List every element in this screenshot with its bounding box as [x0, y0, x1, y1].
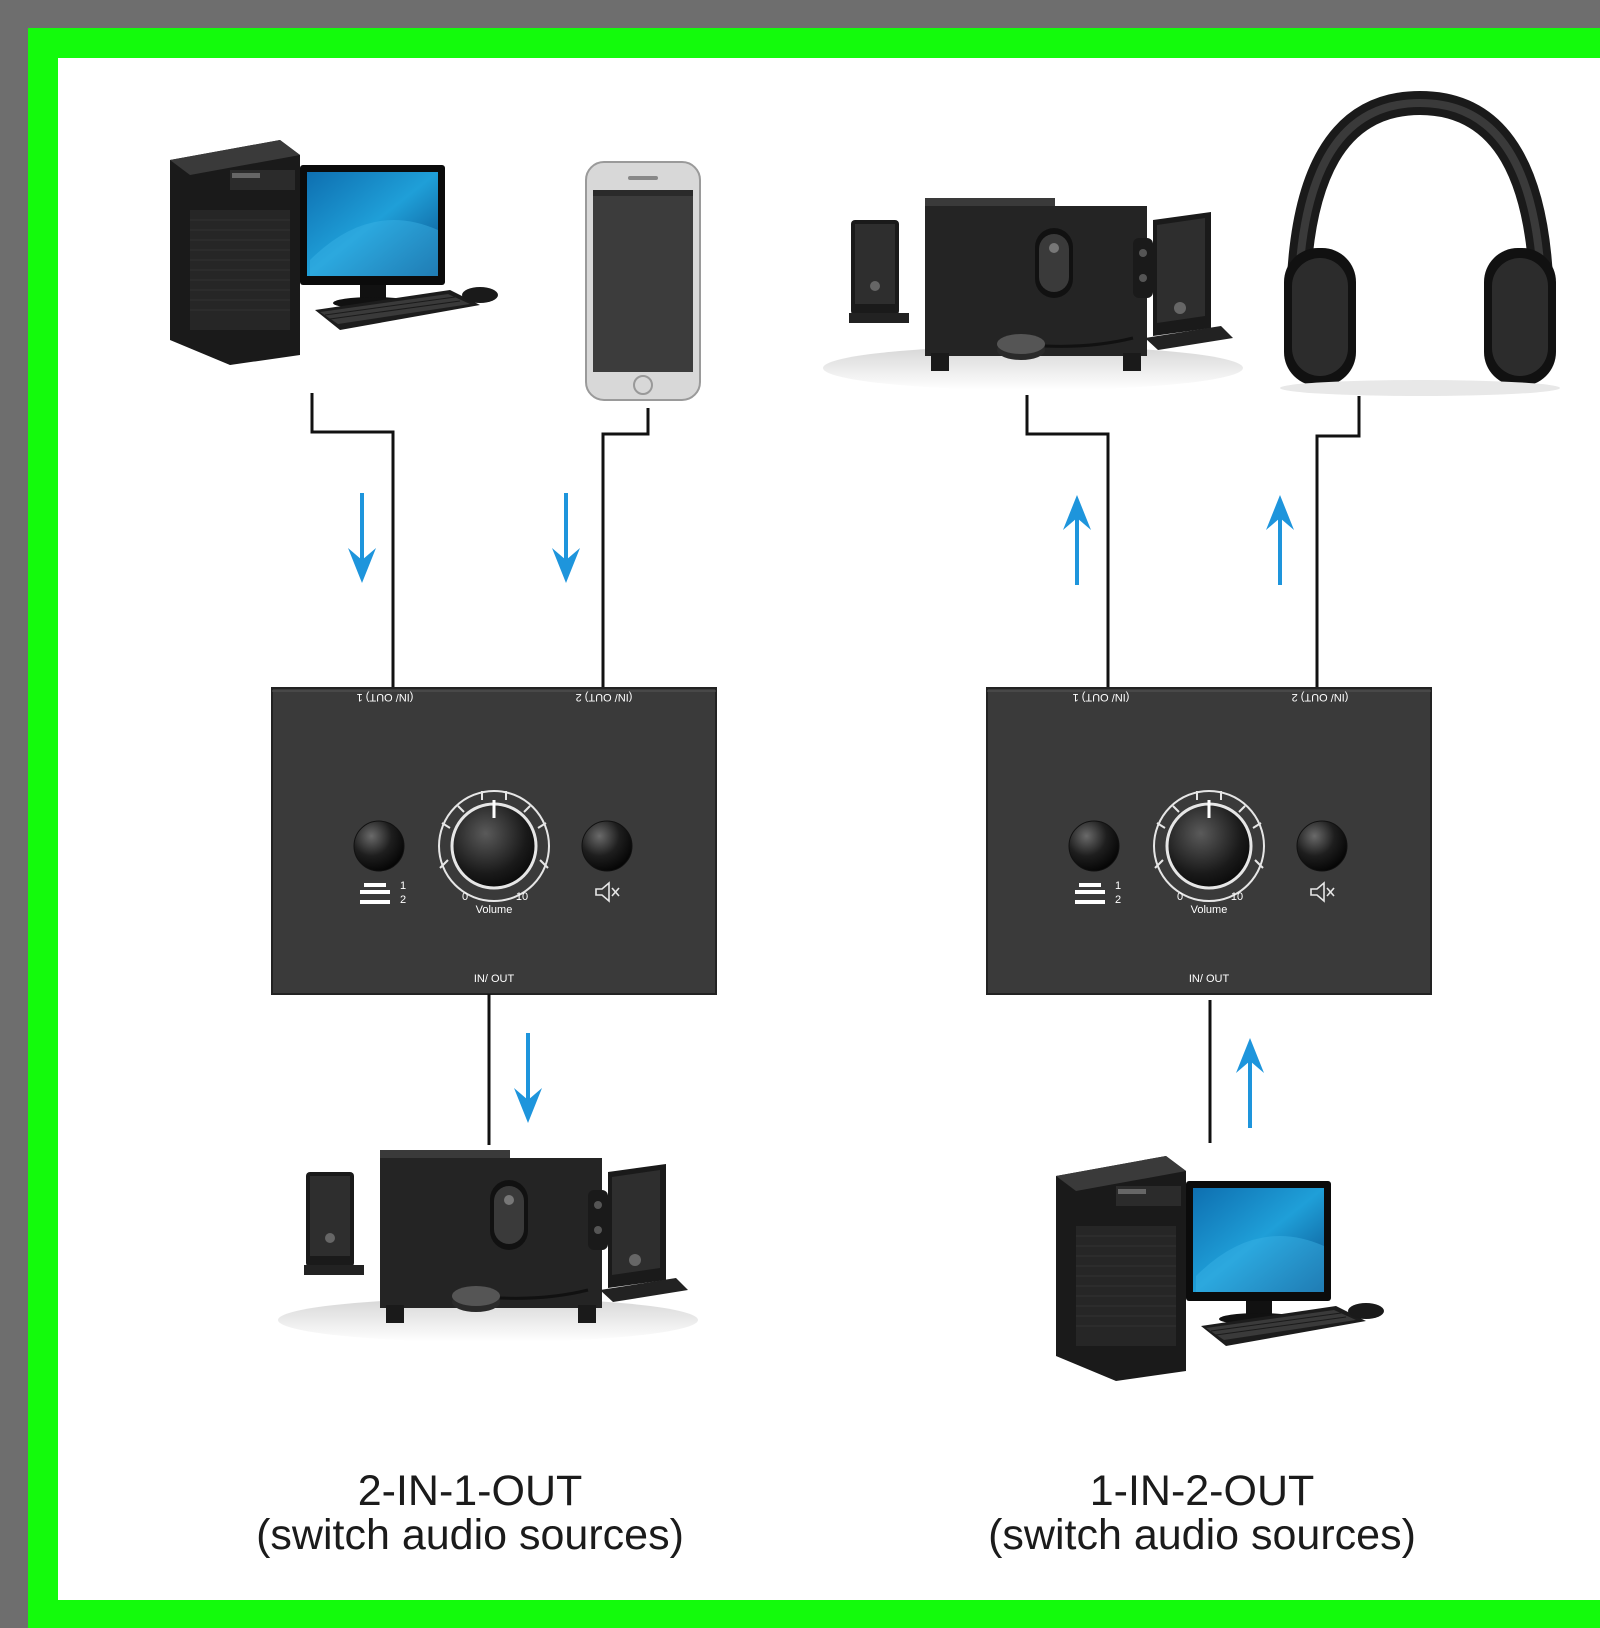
- right-switch-label-1: 1: [1115, 880, 1121, 892]
- headphones-icon: [1280, 90, 1560, 396]
- right-desktop-computer-icon: [1055, 1155, 1385, 1382]
- right-cable-2: [1315, 396, 1361, 694]
- right-arrow-icon-3: [1234, 1036, 1266, 1130]
- left-volume-min: 0: [462, 891, 468, 903]
- left-cable-2: [601, 408, 650, 694]
- smartphone-icon: [585, 161, 701, 401]
- left-caption: 2-IN-1-OUT (switch audio sources): [190, 1467, 750, 1559]
- diagram-canvas: (IN/ OUT) 1 (IN/ OUT) 2 1 2 0 10 Volume …: [58, 58, 1600, 1600]
- right-caption: 1-IN-2-OUT (switch audio sources): [922, 1467, 1482, 1559]
- left-speaker-system-icon: [276, 1148, 700, 1344]
- left-port-label-2: (IN/ OUT) 2: [576, 691, 633, 703]
- right-switch-box: [985, 686, 1433, 996]
- right-speaker-system-icon: [821, 196, 1245, 392]
- left-switch-box: [270, 686, 718, 996]
- left-volume-label: Volume: [476, 904, 513, 916]
- left-desktop-computer-icon: [169, 139, 499, 366]
- left-caption-title: 2-IN-1-OUT: [357, 1467, 583, 1515]
- left-arrow-icon-1: [346, 491, 378, 585]
- left-arrow-icon-2: [550, 491, 582, 585]
- left-arrow-icon-3: [512, 1031, 544, 1125]
- left-volume-max: 10: [516, 891, 528, 903]
- left-caption-subtitle: (switch audio sources): [256, 1510, 684, 1559]
- right-volume-label: Volume: [1191, 904, 1228, 916]
- right-port-label-1: (IN/ OUT) 1: [1073, 691, 1130, 703]
- right-port-label-2: (IN/ OUT) 2: [1292, 691, 1349, 703]
- left-switch-label-1: 1: [400, 880, 406, 892]
- right-arrow-icon-2: [1264, 493, 1296, 587]
- right-arrow-icon-1: [1061, 493, 1093, 587]
- left-cable-1: [310, 393, 395, 694]
- right-caption-title: 1-IN-2-OUT: [1089, 1467, 1315, 1515]
- right-cable-1: [1025, 395, 1110, 694]
- right-caption-subtitle: (switch audio sources): [988, 1510, 1416, 1559]
- left-switch-label-2: 2: [400, 894, 406, 906]
- right-switch-label-2: 2: [1115, 894, 1121, 906]
- left-port-label-1: (IN/ OUT) 1: [357, 691, 414, 703]
- left-bottom-port-label: IN/ OUT: [474, 973, 515, 985]
- right-volume-max: 10: [1231, 891, 1243, 903]
- right-bottom-port-label: IN/ OUT: [1189, 973, 1230, 985]
- right-volume-min: 0: [1177, 891, 1183, 903]
